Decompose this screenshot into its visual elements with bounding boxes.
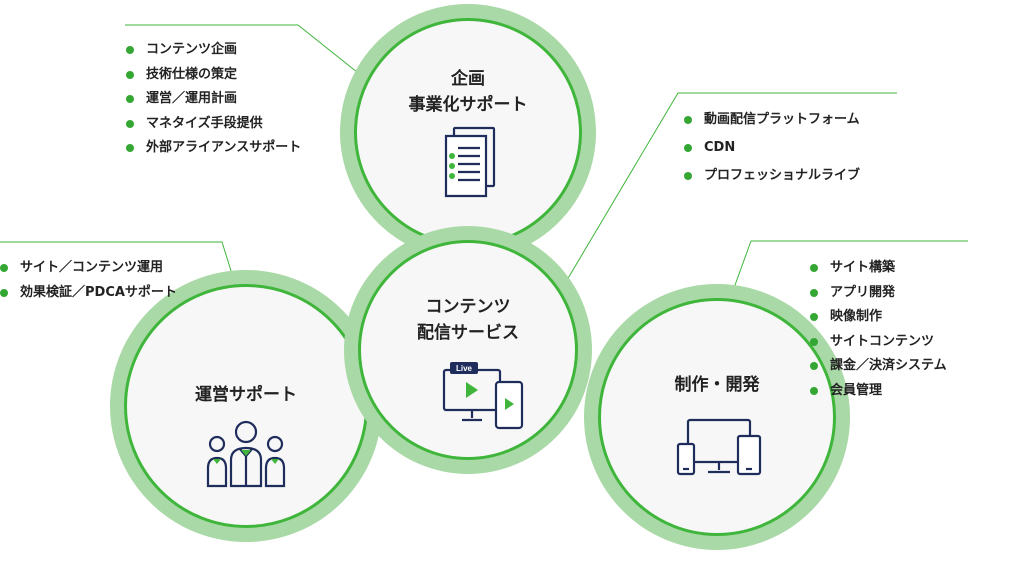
multi-device-icon [676, 418, 762, 484]
title-line: 配信サービス [417, 323, 519, 343]
title-line: 制作・開発 [674, 375, 760, 395]
circle-delivery: コンテンツ 配信サービス Live [344, 226, 592, 474]
list-item: アプリ開発 [810, 281, 947, 306]
circle-title: コンテンツ 配信サービス [344, 294, 592, 346]
bullet-icon [810, 337, 818, 346]
list-delivery: 動画配信プラットフォーム CDN プロフェッショナルライブ [684, 106, 860, 190]
bullet-icon [684, 172, 692, 180]
circle-title: 企画 事業化サポート [340, 66, 596, 118]
circle-development: 制作・開発 [584, 284, 850, 550]
bullet-icon [810, 264, 818, 273]
circle-title: 制作・開発 [584, 372, 850, 398]
circle-body [124, 284, 368, 528]
list-item: プロフェッショナルライブ [684, 162, 860, 190]
list-item: 課金／決済システム [810, 354, 947, 379]
bullet-icon [126, 119, 134, 128]
team-icon [206, 420, 286, 494]
bullet-icon [684, 116, 692, 124]
list-item: コンテンツ企画 [126, 38, 301, 63]
bullet-icon [126, 144, 134, 153]
bullet-icon [0, 264, 8, 273]
list-planning: コンテンツ企画 技術仕様の策定 運営／運用計画 マネタイズ手段提供 外部アライア… [126, 38, 301, 161]
title-line: 企画 [451, 69, 485, 89]
live-badge-label: Live [456, 364, 473, 373]
list-development: サイト構築 アプリ開発 映像制作 サイトコンテンツ 課金／決済システム 会員管理 [810, 256, 947, 403]
list-item: 会員管理 [810, 379, 947, 404]
bullet-icon [810, 313, 818, 322]
list-item: サイト構築 [810, 256, 947, 281]
circle-body [354, 18, 582, 246]
bullet-icon [810, 386, 818, 395]
list-item: 運営／運用計画 [126, 87, 301, 112]
list-item: 動画配信プラットフォーム [684, 106, 860, 134]
list-item: 効果検証／PDCAサポート [0, 281, 177, 306]
circle-body [358, 240, 578, 460]
circle-body [598, 298, 836, 536]
circle-planning: 企画 事業化サポート [340, 4, 596, 260]
title-line: コンテンツ [425, 297, 511, 317]
list-item: 外部アライアンスサポート [126, 136, 301, 161]
connector-delivery [547, 92, 897, 313]
live-devices-icon: Live [442, 360, 526, 436]
bullet-icon [126, 70, 134, 79]
bullet-icon [810, 288, 818, 297]
list-item: サイトコンテンツ [810, 330, 947, 355]
circle-title: 運営サポート [110, 382, 382, 408]
circle-operations: 運営サポート [110, 270, 382, 542]
list-item: CDN [684, 134, 860, 162]
document-icon [442, 126, 498, 202]
list-item: サイト／コンテンツ運用 [0, 256, 177, 281]
title-line: 事業化サポート [408, 95, 528, 115]
title-line: 運営サポート [195, 385, 297, 405]
bullet-icon [684, 144, 692, 152]
bullet-icon [126, 46, 134, 55]
list-item: マネタイズ手段提供 [126, 112, 301, 137]
bullet-icon [0, 288, 8, 297]
list-item: 技術仕様の策定 [126, 63, 301, 88]
bullet-icon [126, 95, 134, 104]
list-operations: サイト／コンテンツ運用 効果検証／PDCAサポート [0, 256, 177, 305]
list-item: 映像制作 [810, 305, 947, 330]
bullet-icon [810, 362, 818, 371]
